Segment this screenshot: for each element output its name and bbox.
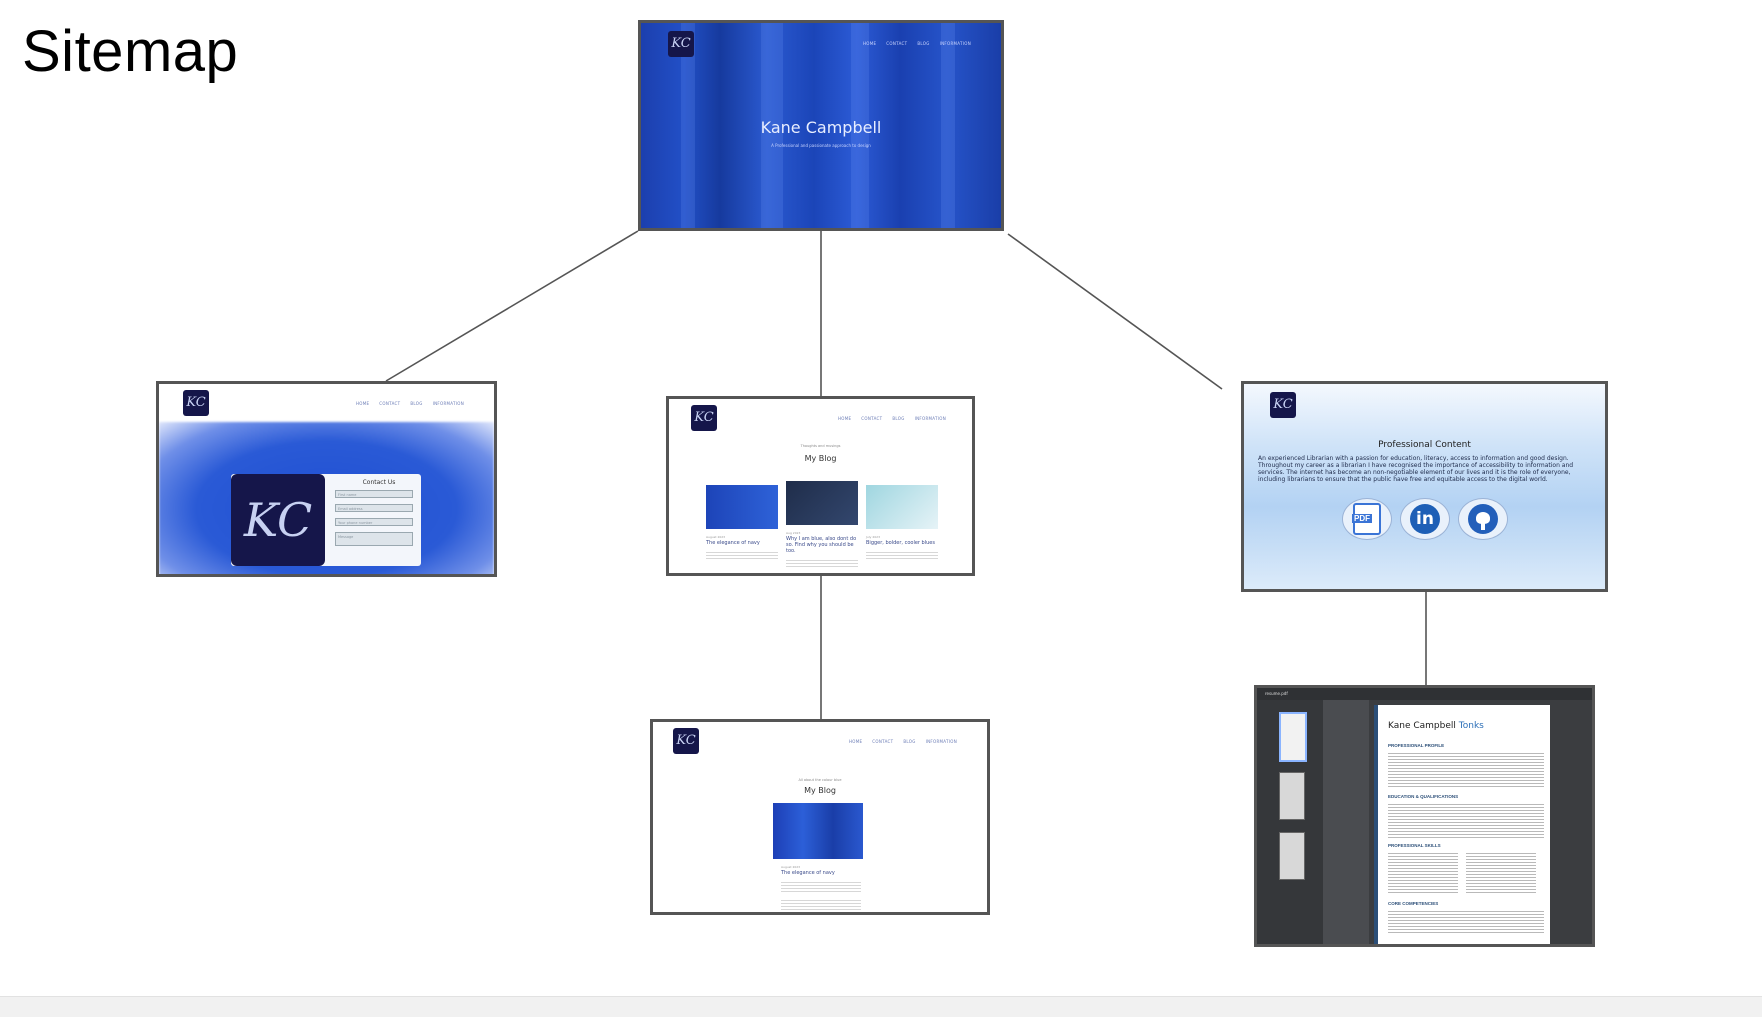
message-field[interactable]: Message [335, 532, 413, 546]
nav-home[interactable]: HOME [848, 739, 863, 744]
blog-page-thumbnail[interactable]: KC HOME CONTACT BLOG INFORMATION Thought… [666, 396, 975, 576]
pdf-page-thumb[interactable] [1279, 712, 1307, 762]
site-logo[interactable]: KC [1270, 392, 1296, 418]
page-title: Sitemap [22, 19, 239, 84]
post-body [781, 880, 861, 892]
blog-card-image [706, 485, 778, 529]
post-title: The elegance of navy [781, 870, 835, 876]
site-logo[interactable]: KC [673, 728, 699, 754]
site-nav: HOME CONTACT BLOG INFORMATION [849, 739, 957, 744]
pdf-label: PDF [1352, 514, 1372, 523]
site-logo[interactable]: KC [691, 405, 717, 431]
blog-card[interactable]: July 2023 Bigger, bolder, cooler blues [866, 485, 938, 560]
nav-information[interactable]: INFORMATION [914, 416, 946, 421]
github-icon[interactable] [1458, 498, 1508, 540]
contact-heading: Contact Us [362, 479, 396, 486]
blog-card-meta: August 2023 [706, 535, 726, 539]
linkedin-icon[interactable]: in [1400, 498, 1450, 540]
blog-card[interactable]: August 2023 The elegance of navy [706, 485, 778, 560]
blog-card-image [866, 485, 938, 529]
post-page-title: My Blog [804, 786, 836, 795]
blog-card-meta: Aug 2023 [786, 531, 801, 535]
blog-subtitle: Thoughts and musings [800, 444, 841, 448]
resume-heading: CORE COMPETENCIES [1388, 901, 1439, 906]
post-subtitle: All about the colour blue [798, 778, 842, 782]
resume-pdf-thumbnail[interactable]: resume.pdf Kane Campbell Tonks PROFESSIO… [1254, 685, 1595, 947]
blog-card-image [786, 481, 858, 525]
resume-name: Kane Campbell Tonks [1388, 721, 1484, 731]
nav-home[interactable]: HOME [837, 416, 852, 421]
nav-contact[interactable]: CONTACT [861, 416, 883, 421]
nav-home[interactable]: HOME [862, 41, 877, 46]
professional-page-thumbnail[interactable]: KC Professional Content An experienced L… [1241, 381, 1608, 592]
hero-tagline: A Professional and passionate approach t… [771, 143, 871, 148]
professional-text: An experienced Librarian with a passion … [1258, 455, 1574, 483]
connector-home-professional [1007, 233, 1223, 390]
nav-blog[interactable]: BLOG [410, 401, 423, 406]
post-body [781, 898, 861, 910]
pdf-icon[interactable]: PDF [1342, 498, 1392, 540]
post-image [773, 803, 863, 859]
professional-title: Professional Content [1378, 440, 1471, 450]
nav-information[interactable]: INFORMATION [925, 739, 957, 744]
blog-card-title[interactable]: The elegance of navy [706, 540, 760, 546]
pdf-toolbar: resume.pdf [1257, 688, 1592, 700]
site-logo[interactable]: KC [668, 31, 694, 57]
pdf-sidebar [1257, 700, 1323, 944]
blog-card[interactable]: Aug 2023 Why I am blue, also dont do so.… [786, 481, 858, 568]
post-meta: August 2023 [781, 865, 801, 869]
nav-blog[interactable]: BLOG [903, 739, 916, 744]
home-page-thumbnail[interactable]: KC HOME CONTACT BLOG INFORMATION Kane Ca… [638, 20, 1004, 231]
nav-information[interactable]: INFORMATION [939, 41, 971, 46]
first-name-field[interactable]: First name [335, 490, 413, 498]
resume-heading: PROFESSIONAL SKILLS [1388, 843, 1441, 848]
blog-title: My Blog [804, 454, 837, 463]
pdf-page-thumb[interactable] [1279, 832, 1305, 880]
bottom-bar [0, 996, 1762, 1017]
nav-blog[interactable]: BLOG [892, 416, 905, 421]
blog-card-title[interactable]: Bigger, bolder, cooler blues [866, 540, 935, 546]
contact-page-thumbnail[interactable]: KC HOME CONTACT BLOG INFORMATION KC Cont… [156, 381, 497, 577]
resume-heading: PROFESSIONAL PROFILE [1388, 743, 1445, 748]
nav-home[interactable]: HOME [355, 401, 370, 406]
site-logo[interactable]: KC [183, 390, 209, 416]
blog-card-meta: July 2023 [866, 535, 880, 539]
phone-field[interactable]: Your phone number [335, 518, 413, 526]
nav-contact[interactable]: CONTACT [379, 401, 401, 406]
pdf-page-thumb[interactable] [1279, 772, 1305, 820]
nav-contact[interactable]: CONTACT [872, 739, 894, 744]
nav-contact[interactable]: CONTACT [886, 41, 908, 46]
resume-heading: EDUCATION & QUALIFICATIONS [1388, 794, 1459, 799]
pdf-filename: resume.pdf [1265, 691, 1288, 696]
linkedin-label: in [1410, 504, 1440, 534]
site-nav: HOME CONTACT BLOG INFORMATION [356, 401, 464, 406]
email-field[interactable]: Email address [335, 504, 413, 512]
nav-information[interactable]: INFORMATION [432, 401, 464, 406]
site-nav: HOME CONTACT BLOG INFORMATION [863, 41, 971, 46]
pdf-page: Kane Campbell Tonks PROFESSIONAL PROFILE… [1374, 705, 1550, 944]
hero-name: Kane Campbell [760, 118, 882, 137]
blog-post-thumbnail[interactable]: KC HOME CONTACT BLOG INFORMATION All abo… [650, 719, 990, 915]
nav-blog[interactable]: BLOG [917, 41, 930, 46]
contact-card: KC Contact Us First name Email address Y… [231, 474, 421, 566]
blog-card-title[interactable]: Why I am blue, also dont do so. Find why… [786, 536, 857, 554]
contact-logo: KC [231, 474, 325, 566]
connector-home-contact [385, 230, 639, 382]
site-nav: HOME CONTACT BLOG INFORMATION [838, 416, 946, 421]
